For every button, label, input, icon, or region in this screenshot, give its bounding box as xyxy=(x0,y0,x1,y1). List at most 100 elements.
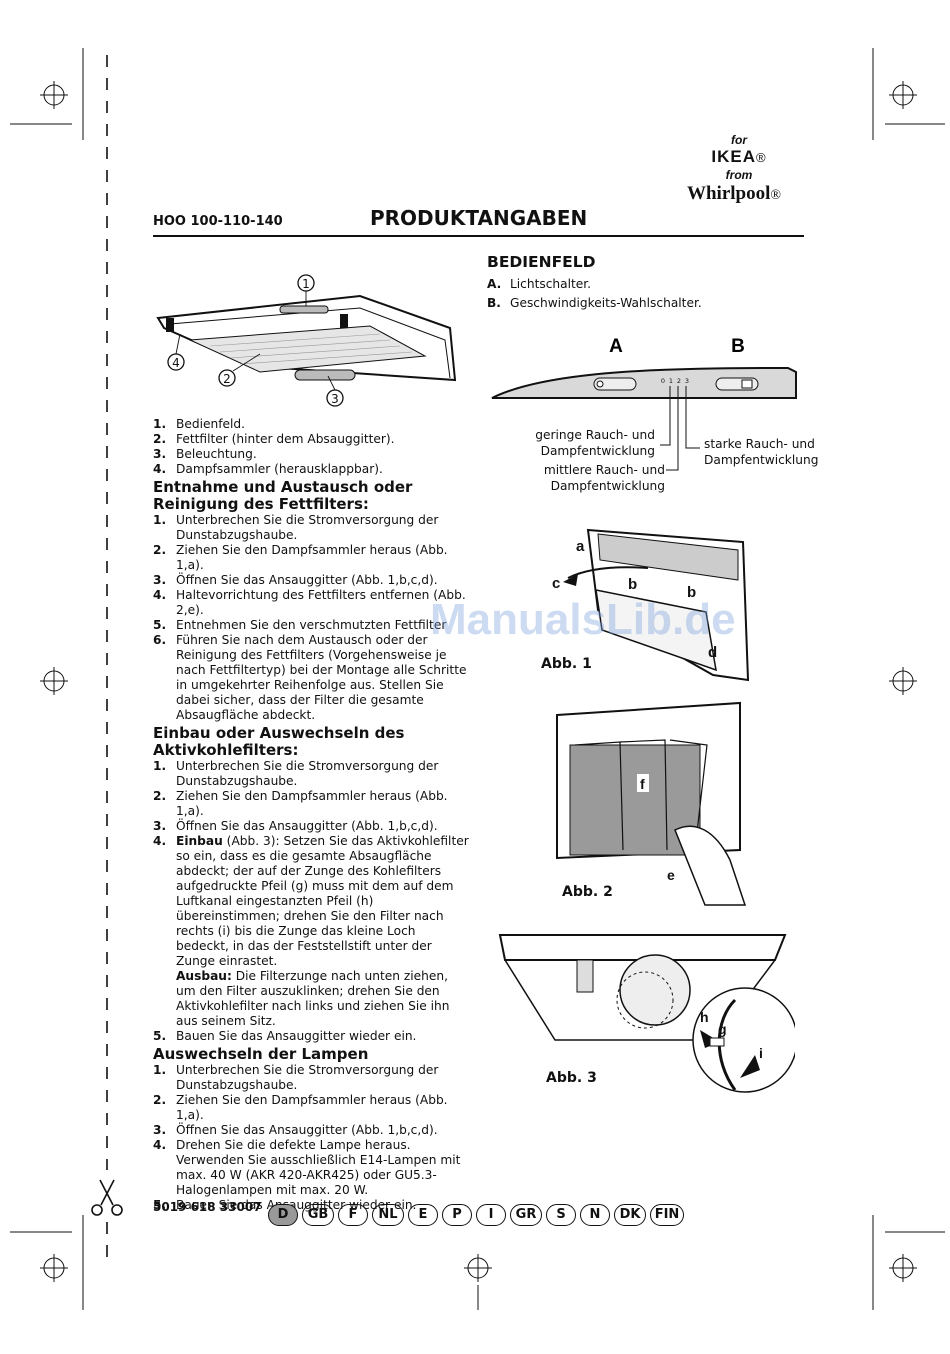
item-text: Unterbrechen Sie die Stromversorgung der… xyxy=(176,513,439,542)
item-number: 4. xyxy=(153,834,167,848)
list-item: 6. Führen Sie nach dem Austausch oder der… xyxy=(153,633,471,723)
item-text: Entnehmen Sie den verschmutzten Fettfilt… xyxy=(176,618,447,632)
item-text: Fettfilter (hinter dem Absauggitter). xyxy=(176,432,395,446)
section-heading: Auswechseln der Lampen xyxy=(153,1045,369,1063)
language-i[interactable]: I xyxy=(476,1204,506,1226)
item-number: 6. xyxy=(153,633,167,647)
callout-2: 2 xyxy=(223,372,231,386)
abb2-letter-e: e xyxy=(667,867,675,883)
item-number: 2. xyxy=(153,1093,167,1107)
item-number: 1. xyxy=(153,513,167,527)
item-number: 1. xyxy=(153,1063,167,1077)
item-number: 4. xyxy=(153,1138,167,1152)
section-heading: Entnahme und Austausch oder Reinigung de… xyxy=(153,478,413,513)
watermark: ManualsLib.de xyxy=(430,595,736,644)
callout-4: 4 xyxy=(172,356,180,370)
item-text: Unterbrechen Sie die Stromversorgung der… xyxy=(176,759,439,788)
section-heading: Einbau oder Auswechseln des Aktivkohlefi… xyxy=(153,724,405,759)
language-e[interactable]: E xyxy=(408,1204,438,1226)
language-fin[interactable]: FIN xyxy=(650,1204,684,1226)
parts-list: 1.Bedienfeld.2. Fettfilter (hinter dem Ab… xyxy=(153,417,471,477)
abb1-letter-c: c xyxy=(552,575,560,592)
abb1-letter-b2: b xyxy=(687,584,696,601)
language-d[interactable]: D xyxy=(268,1204,298,1226)
item-text: Drehen Sie die defekte Lampe heraus. Ver… xyxy=(176,1138,461,1197)
document-code: 5019 618 33007 xyxy=(153,1200,262,1214)
item-number: 5. xyxy=(153,1198,167,1212)
item-text: Lichtschalter. xyxy=(510,277,592,291)
left-column: 1.Bedienfeld.2.Fettfilter (hinter dem Ab… xyxy=(153,417,471,1213)
control-panel-figure: A B 0 1 2 3 xyxy=(491,336,797,471)
item-text: Unterbrechen Sie die Stromversorgung der… xyxy=(176,1063,439,1092)
item-text: Öffnen Sie das Ansauggitter (Abb. 1,b,c,… xyxy=(176,819,438,833)
item-text: Einbau (Abb. 3): Setzen Sie das Aktivkoh… xyxy=(176,834,469,1028)
speed-2: 2 xyxy=(677,377,681,385)
section-list: 1.Unterbrechen Sie die Stromversorgung d… xyxy=(153,759,471,1044)
abb3-letter-h: h xyxy=(700,1009,709,1025)
item-text: Beleuchtung. xyxy=(176,447,257,461)
abb3-caption: Abb. 3 xyxy=(546,1070,597,1086)
list-item: 1.Unterbrechen Sie die Stromversorgung d… xyxy=(153,759,471,789)
item-text: Geschwindigkeits-Wahlschalter. xyxy=(510,296,702,310)
item-text: Ziehen Sie den Dampfsammler heraus (Abb.… xyxy=(176,1093,448,1122)
speed-1: 1 xyxy=(669,377,673,385)
item-number: 2. xyxy=(153,789,167,803)
abb3-letter-i: i xyxy=(759,1045,763,1061)
language-gr[interactable]: GR xyxy=(510,1204,542,1226)
item-number: 3. xyxy=(153,573,167,587)
list-item: 3.Beleuchtung. xyxy=(153,447,471,462)
letter-b: B xyxy=(731,336,745,357)
abb1-figure: a b b c d xyxy=(552,528,750,682)
bedienfeld-list: A.Lichtschalter. B. Geschwindigkeits-Wahl… xyxy=(487,275,807,313)
bedienfeld-section: BEDIENFELD A.Lichtschalter. B. Geschwindi… xyxy=(487,253,807,313)
list-item: 4. Drehen Sie die defekte Lampe heraus. V… xyxy=(153,1138,471,1198)
callout-1: 1 xyxy=(302,277,310,291)
language-s[interactable]: S xyxy=(546,1204,576,1226)
list-item: A.Lichtschalter. xyxy=(487,275,807,294)
item-number: 4. xyxy=(153,462,167,476)
list-item: 3.Öffnen Sie das Ansauggitter (Abb. 1,b,… xyxy=(153,573,471,588)
abb3-letter-g: g xyxy=(718,1021,727,1037)
item-text: Ziehen Sie den Dampfsammler heraus (Abb.… xyxy=(176,789,448,818)
item-number: 5. xyxy=(153,1029,167,1043)
list-item: 3.Öffnen Sie das Ansauggitter (Abb. 1,b,… xyxy=(153,819,471,834)
item-text: Führen Sie nach dem Austausch oder der R… xyxy=(176,633,467,722)
header-rule xyxy=(153,235,804,237)
list-item: 5. Bauen Sie das Ansauggitter wieder ein. xyxy=(153,1029,471,1044)
brand-ikea: IKEA xyxy=(711,147,757,166)
speed-0: 0 xyxy=(661,377,665,385)
instruction-sections: Entnahme und Austausch oder Reinigung de… xyxy=(153,479,471,1213)
speed-3: 3 xyxy=(685,377,689,385)
list-item: 4.Haltevorrichtung des Fettfilters entfe… xyxy=(153,588,471,618)
item-number: 2. xyxy=(153,543,167,557)
list-item: 4.Dampfsammler (herausklappbar). xyxy=(153,462,471,477)
brand-for: for xyxy=(731,133,747,147)
hood-figure: 1 2 3 4 xyxy=(156,274,457,407)
language-gb[interactable]: GB xyxy=(302,1204,334,1226)
list-item: 1.Bedienfeld. xyxy=(153,417,471,432)
language-p[interactable]: P xyxy=(442,1204,472,1226)
section-list: 1. Unterbrechen Sie die Stromversorgung d… xyxy=(153,1063,471,1213)
item-number: B. xyxy=(487,296,501,310)
abb1-letter-b1: b xyxy=(628,576,637,593)
brand-whirlpool: Whirlpool xyxy=(686,183,771,204)
item-bold: Einbau xyxy=(176,834,223,848)
list-item: B. Geschwindigkeits-Wahlschalter. xyxy=(487,294,807,313)
item-bold: Ausbau: xyxy=(176,969,232,983)
item-text: Ziehen Sie den Dampfsammler heraus (Abb.… xyxy=(176,543,448,572)
item-number: 2. xyxy=(153,432,167,446)
language-nl[interactable]: NL xyxy=(372,1204,404,1226)
abb1-letter-a: a xyxy=(576,538,585,555)
list-item: 1. Unterbrechen Sie die Stromversorgung d… xyxy=(153,513,471,543)
bedienfeld-heading: BEDIENFELD xyxy=(487,253,596,271)
list-item: 2. Ziehen Sie den Dampfsammler heraus (Ab… xyxy=(153,789,471,819)
item-number: 1. xyxy=(153,417,167,431)
item-text: Bauen Sie das Ansauggitter wieder ein. xyxy=(176,1029,417,1043)
language-dk[interactable]: DK xyxy=(614,1204,646,1226)
item-text: Öffnen Sie das Ansauggitter (Abb. 1,b,c,… xyxy=(176,1123,438,1137)
list-item: 2. Ziehen Sie den Dampfsammler heraus (Ab… xyxy=(153,1093,471,1123)
language-f[interactable]: F xyxy=(338,1204,368,1226)
label-high: starke Rauch- und Dampfentwicklung xyxy=(704,437,819,467)
language-n[interactable]: N xyxy=(580,1204,610,1226)
item-number: 4. xyxy=(153,588,167,602)
